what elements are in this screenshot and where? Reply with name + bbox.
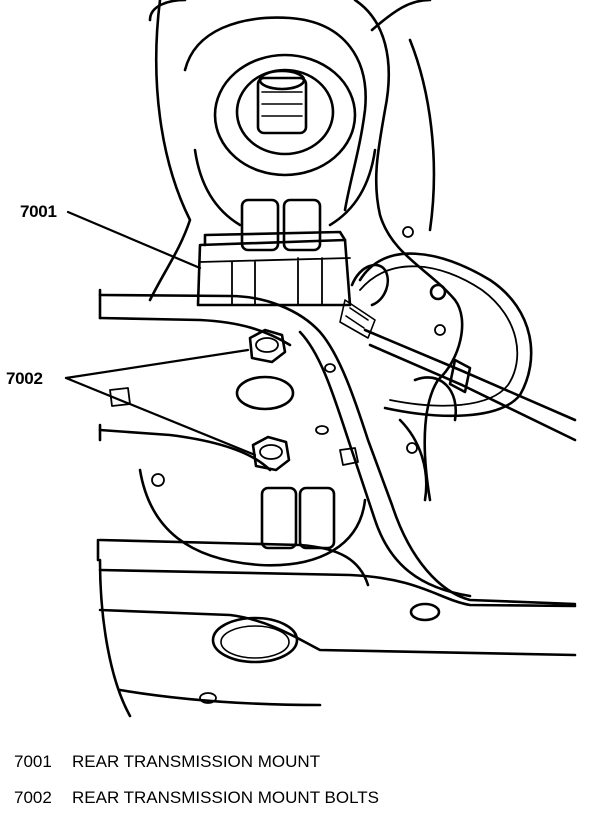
legend-text: REAR TRANSMISSION MOUNT [72,752,321,771]
crossmember-left-edge [96,288,102,562]
cable-fitting-threads [339,299,376,339]
case-rib-left [240,198,280,252]
transmission-case [148,0,464,502]
frame-hole-large [211,616,299,664]
crossmember-small-hole-1 [315,425,329,435]
output-shaft-spline [256,76,308,135]
cable-fitting [350,263,390,307]
mount-bolt-upper [248,328,287,364]
output-shaft-end [258,69,306,91]
crossmember-small-hole-2 [324,363,336,373]
mount-upper-plate [203,230,347,247]
case-bolt-5 [406,442,418,454]
legend-number: 7001 [14,752,52,771]
case-bolt-1 [402,226,414,238]
crossmember-fastener [339,447,359,466]
frame-hole-large-inner [220,625,290,659]
transmission-pan-rib-right [298,486,336,550]
crossmember-lower-edge [98,316,370,587]
crossmember-hole [235,375,295,411]
leader-line-7001 [66,210,202,270]
legend-number: 7002 [14,788,52,807]
legend-item-7001: 7001 REAR TRANSMISSION MOUNT [14,752,584,772]
frame-left-curve [98,558,132,718]
vent-line-collar [448,358,472,394]
cable-inner [359,265,519,407]
case-bolt-3 [434,324,446,336]
legend-text: REAR TRANSMISSION MOUNT BOLTS [72,788,379,807]
frame-rail-bottom [98,608,577,707]
mount-bolt-upper-face [255,337,279,353]
transmission-pan-rib-left [260,486,298,550]
leader-line-7002-lower [64,376,257,457]
case-right-edge [370,0,436,232]
leader-line-7002-upper [64,348,250,380]
vent-line [363,328,577,442]
transmission-lower-body [138,468,367,567]
frame-hole-small [199,692,217,704]
mount-bolt-lower-face [259,444,283,460]
mount-rubber-lines [199,257,351,306]
mount-bolt-lower [251,435,291,472]
crossmember-top-edge [98,293,577,606]
rear-transmission-mount [196,238,352,307]
case-bolt-4 [151,473,165,487]
callout-7002: 7002 [6,369,43,388]
callout-7001: 7001 [20,202,57,221]
case-bolt-2 [429,283,447,301]
cable-outer [358,252,533,418]
case-inner-contour [183,16,367,212]
legend-item-7002: 7002 REAR TRANSMISSION MOUNT BOLTS [14,788,584,808]
transmission-right-flange [398,376,458,502]
frame-rail-top [98,568,577,608]
frame-hole-right [409,602,441,622]
output-housing-outer [213,53,357,177]
output-housing-inner [235,68,335,156]
case-ribs [193,148,377,227]
case-rib-right [282,198,322,252]
spline-teeth [261,91,303,117]
crossmember-channel [298,330,472,598]
